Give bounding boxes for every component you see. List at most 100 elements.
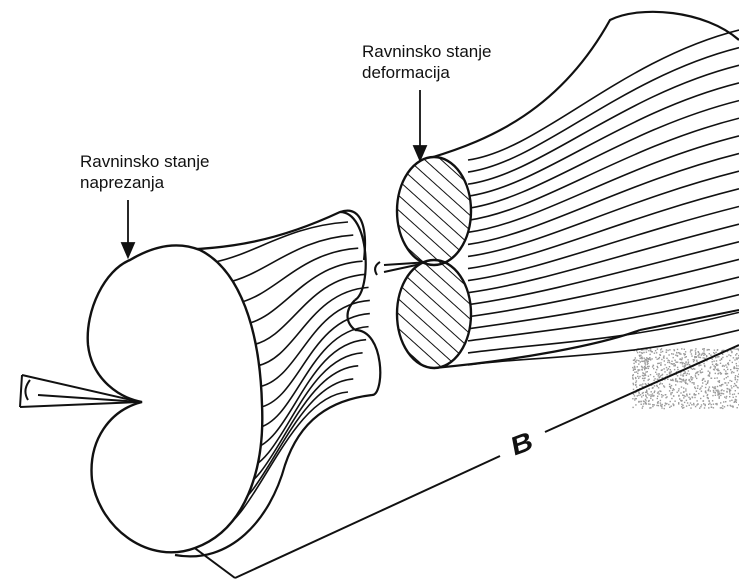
speckle-dot (675, 364, 676, 365)
speckle-dot (693, 361, 694, 362)
speckle-dot (654, 378, 655, 379)
speckle-dot (681, 406, 682, 407)
speckle-dot (731, 385, 732, 386)
speckle-dot (678, 388, 679, 389)
speckle-dot (694, 397, 695, 398)
speckle-dot (652, 366, 653, 367)
speckle-dot (736, 363, 737, 364)
speckle-dot (709, 375, 710, 376)
speckle-dot (713, 407, 714, 408)
speckle-dot (644, 377, 645, 378)
speckle-dot (632, 367, 633, 368)
speckle-dot (714, 378, 715, 379)
speckle-dot (644, 374, 645, 375)
speckle-dot (659, 357, 660, 358)
speckle-dot (662, 404, 663, 405)
speckle-dot (636, 386, 637, 387)
speckle-dot (695, 376, 696, 377)
speckle-dot (662, 374, 663, 375)
speckle-dot (633, 363, 634, 364)
speckle-dot (669, 373, 670, 374)
speckle-dot (652, 399, 653, 400)
speckle-dot (675, 355, 676, 356)
speckle-dot (722, 357, 723, 358)
speckle-dot (735, 390, 736, 391)
speckle-dot (707, 395, 708, 396)
speckle-dot (654, 353, 655, 354)
speckle-dot (643, 403, 644, 404)
speckle-dot (689, 364, 690, 365)
speckle-dot (658, 393, 659, 394)
speckle-dot (683, 407, 684, 408)
speckle-dot (633, 384, 634, 385)
speckle-dot (642, 378, 643, 379)
speckle-dot (646, 357, 647, 358)
speckle-dot (717, 370, 718, 371)
speckle-dot (635, 404, 636, 405)
speckle-dot (720, 385, 721, 386)
speckle-dot (684, 363, 685, 364)
speckle-dot (700, 387, 701, 388)
speckle-dot (681, 400, 682, 401)
speckle-dot (658, 387, 659, 388)
speckle-dot (727, 376, 728, 377)
speckle-dot (671, 363, 672, 364)
speckle-dot (735, 354, 736, 355)
speckle-dot (673, 365, 674, 366)
speckle-dot (710, 390, 711, 391)
speckle-dot (707, 380, 708, 381)
speckle-dot (708, 371, 709, 372)
speckle-dot (726, 377, 727, 378)
speckle-dot (657, 348, 658, 349)
speckle-dot (695, 354, 696, 355)
speckle-dot (669, 360, 670, 361)
speckle-dot (674, 363, 675, 364)
speckle-dot (719, 360, 720, 361)
speckle-dot (719, 396, 720, 397)
speckle-dot (644, 373, 645, 374)
speckle-dot (669, 349, 670, 350)
speckle-dot (677, 375, 678, 376)
speckle-dot (681, 404, 682, 405)
speckle-dot (642, 407, 643, 408)
speckle-dot (688, 370, 689, 371)
speckle-dot (638, 378, 639, 379)
speckle-dot (682, 363, 683, 364)
speckle-dot (693, 403, 694, 404)
speckle-dot (708, 397, 709, 398)
speckle-dot (637, 366, 638, 367)
speckle-dot (729, 396, 730, 397)
plane-strain-label-line2: deformacija (362, 62, 491, 83)
speckle-dot (640, 361, 641, 362)
speckle-dot (673, 353, 674, 354)
speckle-dot (731, 371, 732, 372)
speckle-dot (648, 366, 649, 367)
speckle-dot (653, 380, 654, 381)
speckle-dot (682, 375, 683, 376)
speckle-dot (642, 367, 643, 368)
speckle-dot (677, 369, 678, 370)
speckle-dot (718, 356, 719, 357)
speckle-dot (666, 374, 667, 375)
speckle-dot (648, 368, 649, 369)
speckle-dot (683, 397, 684, 398)
speckle-dot (689, 373, 690, 374)
speckle-dot (691, 404, 692, 405)
speckle-dot (728, 382, 729, 383)
speckle-dot (712, 400, 713, 401)
speckle-dot (637, 352, 638, 353)
speckle-dot (696, 356, 697, 357)
speckle-dot (639, 393, 640, 394)
right-flow-line (468, 83, 739, 196)
speckle-dot (690, 351, 691, 352)
speckle-dot (737, 387, 738, 388)
speckle-dot (646, 360, 647, 361)
speckle-dot (635, 357, 636, 358)
speckle-dot (694, 387, 695, 388)
right-flow-line (468, 101, 739, 209)
right-flow-line (468, 189, 739, 269)
speckle-dot (650, 374, 651, 375)
left-flow-line (226, 235, 353, 283)
speckle-dot (736, 357, 737, 358)
